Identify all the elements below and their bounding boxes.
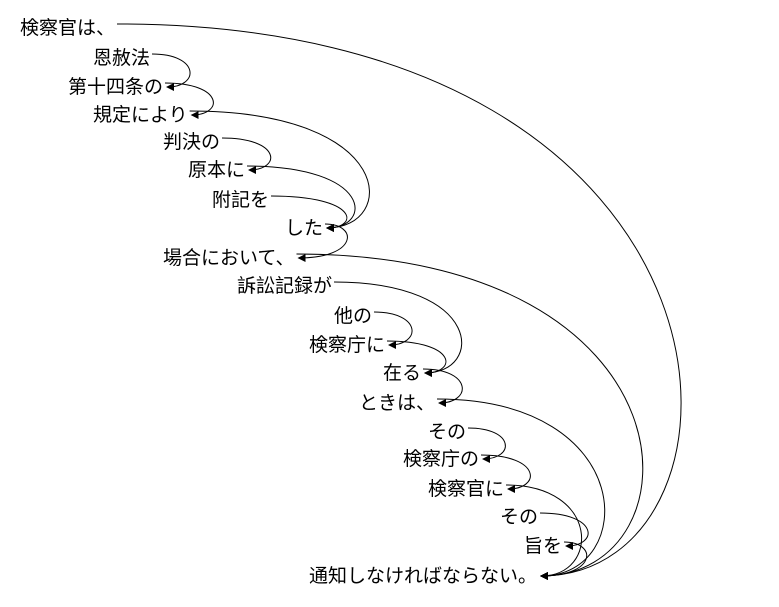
arc-9-to-12 [334,281,463,377]
chunk-16: 検察官に [428,478,505,500]
chunk-11: 検察庁に [309,334,386,356]
arc-2-to-3 [165,82,214,119]
chunk-8: 場合において、 [163,247,295,269]
chunk-19: 通知しなければならない。 [309,565,538,587]
arc-4-to-5 [222,137,272,174]
chunk-13: ときは、 [359,392,436,414]
arc-16-to-19 [506,484,583,580]
arc-0-to-19 [117,23,682,580]
chunk-5: 原本に [188,159,246,181]
chunk-1: 恩赦法 [93,47,151,69]
arc-6-to-7 [271,195,348,232]
arc-18-to-19 [540,541,588,580]
arc-17-to-18 [540,512,589,550]
chunk-9: 訴訟記録が [237,275,333,297]
chunk-4: 判決の [163,131,221,153]
arc-8-to-19 [296,253,644,580]
chunk-0: 検察官は、 [20,17,116,39]
arc-7-to-8 [297,223,348,262]
chunk-18: 旨を [524,535,563,557]
chunk-7: した [285,217,324,239]
arc-15-to-16 [481,454,531,493]
chunk-12: 在る [383,362,422,384]
arc-11-to-12 [387,340,447,377]
chunk-10: 他の [334,305,373,327]
arc-14-to-15 [468,427,506,463]
arc-1-to-2 [152,53,191,91]
chunk-2: 第十四条の [68,76,164,98]
arc-12-to-13 [423,368,463,407]
arc-13-to-19 [437,398,606,580]
chunk-14: その [428,421,467,443]
arc-3-to-7 [189,110,370,232]
chunk-3: 規定により [93,104,188,126]
chunk-17: その [500,506,539,528]
chunk-15: 検察庁の [403,448,480,470]
chunk-6: 附記を [212,189,270,211]
arc-10-to-11 [374,311,413,349]
